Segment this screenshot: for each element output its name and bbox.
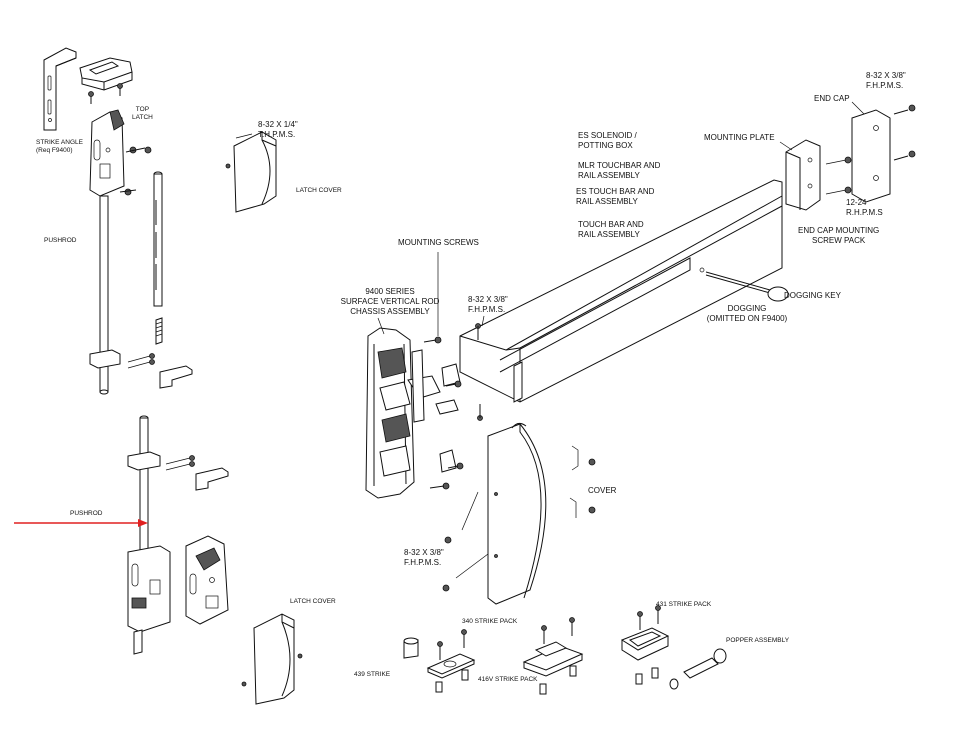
- label-popper-assembly: POPPER ASSEMBLY: [726, 637, 790, 644]
- strike-340-pack-part: [426, 629, 476, 693]
- label-dogging-line1: DOGGING: [727, 304, 767, 313]
- label-dogging: DOGGING (OMITTED ON F9400): [702, 304, 792, 324]
- label-thpms: 8-32 X 1/4" T.H.P.M.S.: [258, 120, 298, 140]
- label-fhpms-mid-line2: F.H.P.M.S.: [468, 305, 506, 314]
- label-es-touch-line2: RAIL ASSEMBLY: [576, 197, 638, 206]
- label-chassis-line1: 9400 SERIES: [365, 287, 415, 296]
- label-fhpms-mid-line1: 8-32 X 3/8": [468, 295, 508, 304]
- label-rhpms-line1: 12-24: [846, 198, 867, 207]
- label-touchbar: TOUCH BAR AND RAIL ASSEMBLY: [578, 220, 644, 240]
- label-fhpms-mid: 8-32 X 3/8" F.H.P.M.S.: [468, 295, 508, 315]
- bottom-latch-part: [127, 545, 171, 655]
- label-strike-angle-line1: STRIKE ANGLE: [36, 139, 83, 146]
- label-top-latch-line1: TOP: [135, 106, 150, 113]
- popper-assembly-part: [669, 648, 727, 690]
- label-es-touchbar: ES TOUCH BAR AND RAIL ASSEMBLY: [576, 187, 654, 207]
- label-mlr-line1: MLR TOUCHBAR AND: [578, 161, 661, 170]
- label-touch-bar-line1: TOUCH BAR AND: [578, 220, 644, 229]
- label-end-cap-screw-line1: END CAP MOUNTING: [798, 226, 880, 235]
- label-340-strike-pack: 340 STRIKE PACK: [462, 618, 518, 625]
- label-mlr-touchbar: MLR TOUCHBAR AND RAIL ASSEMBLY: [578, 161, 660, 181]
- label-mlr-line2: RAIL ASSEMBLY: [578, 171, 640, 180]
- label-fhpms-top-line1: 8-32 X 3/8": [866, 71, 906, 80]
- rod-guide-upper-part: [89, 349, 193, 389]
- mounting-plate-part: [785, 139, 852, 211]
- label-end-cap-screw-line2: SCREW PACK: [812, 236, 866, 245]
- label-thpms-line1: 8-32 X 1/4": [258, 120, 298, 129]
- label-end-cap: END CAP: [814, 94, 850, 103]
- label-es-solenoid-line2: POTTING BOX: [578, 141, 633, 150]
- label-strike-angle-line2: (Req F9400): [36, 147, 73, 154]
- label-fhpms-top-line2: F.H.P.M.S.: [866, 81, 904, 90]
- label-439-strike: 439 STRIKE: [354, 671, 391, 678]
- strike-angle-part: [43, 47, 77, 131]
- label-rhpms-line2: R.H.P.M.S: [846, 208, 883, 217]
- label-fhpms-top: 8-32 X 3/8" F.H.P.M.S.: [866, 71, 906, 91]
- latch-cover-top-part: [225, 131, 277, 213]
- latch-cover-bottom-part: [241, 613, 303, 705]
- leader-lines: [235, 101, 865, 336]
- top-latch-part: [89, 109, 152, 197]
- touch-bar-rail-part: [459, 179, 783, 421]
- label-strike-angle: STRIKE ANGLE (Req F9400): [36, 139, 83, 155]
- top-latch-strike-part: [79, 57, 133, 104]
- label-dogging-line2: (OMITTED ON F9400): [706, 314, 788, 323]
- label-dogging-key: DOGGING KEY: [784, 291, 841, 300]
- label-chassis-line3: CHASSIS ASSEMBLY: [350, 307, 430, 316]
- label-thpms-line2: T.H.P.M.S.: [258, 130, 296, 139]
- label-end-cap-screw-pack: END CAP MOUNTING SCREW PACK: [798, 226, 879, 246]
- dogging-key-part: [705, 271, 789, 302]
- label-rhpms: 12-24 R.H.P.M.S: [846, 198, 883, 218]
- label-mounting-plate: MOUNTING PLATE: [704, 133, 775, 142]
- label-fhpms-low: 8-32 X 3/8" F.H.P.M.S.: [404, 548, 444, 568]
- label-mounting-screws: MOUNTING SCREWS: [398, 238, 479, 247]
- label-latch-cover-bottom: LATCH COVER: [290, 598, 336, 605]
- label-top-latch-line2: LATCH: [132, 114, 153, 121]
- label-chassis-line2: SURFACE VERTICAL ROD: [340, 297, 440, 306]
- callout-arrow: [14, 519, 148, 527]
- strike-439-part: [403, 637, 419, 659]
- label-latch-cover-top: LATCH COVER: [296, 187, 342, 194]
- label-es-solenoid-line1: ES SOLENOID /: [578, 131, 637, 140]
- label-touch-bar-line2: RAIL ASSEMBLY: [578, 230, 640, 239]
- label-es-touch-line1: ES TOUCH BAR AND: [576, 187, 655, 196]
- top-pushrod-part: [99, 195, 109, 395]
- label-431-strike-pack: 431 STRIKE PACK: [656, 601, 712, 608]
- label-top-latch: TOP LATCH: [132, 106, 153, 122]
- chassis-assembly-part: [365, 327, 464, 499]
- label-chassis-assembly: 9400 SERIES SURFACE VERTICAL ROD CHASSIS…: [334, 287, 446, 317]
- cover-part: [442, 422, 596, 605]
- end-cap-part: [851, 104, 916, 203]
- bottom-pushrod-part: [127, 415, 229, 553]
- label-es-solenoid: ES SOLENOID / POTTING BOX: [578, 131, 637, 151]
- label-pushrod-bottom: PUSHROD: [70, 510, 103, 517]
- strike-431-pack-part: [620, 605, 670, 685]
- label-fhpms-low-line2: F.H.P.M.S.: [404, 558, 442, 567]
- bottom-latch-alt-part: [185, 535, 229, 625]
- strike-416v-pack-part: [522, 617, 584, 695]
- rod-extension-part: [153, 171, 163, 345]
- label-fhpms-low-line1: 8-32 X 3/8": [404, 548, 444, 557]
- label-pushrod-top: PUSHROD: [44, 237, 77, 244]
- label-cover: COVER: [588, 486, 617, 495]
- label-416v-strike-pack: 416V STRIKE PACK: [478, 676, 538, 683]
